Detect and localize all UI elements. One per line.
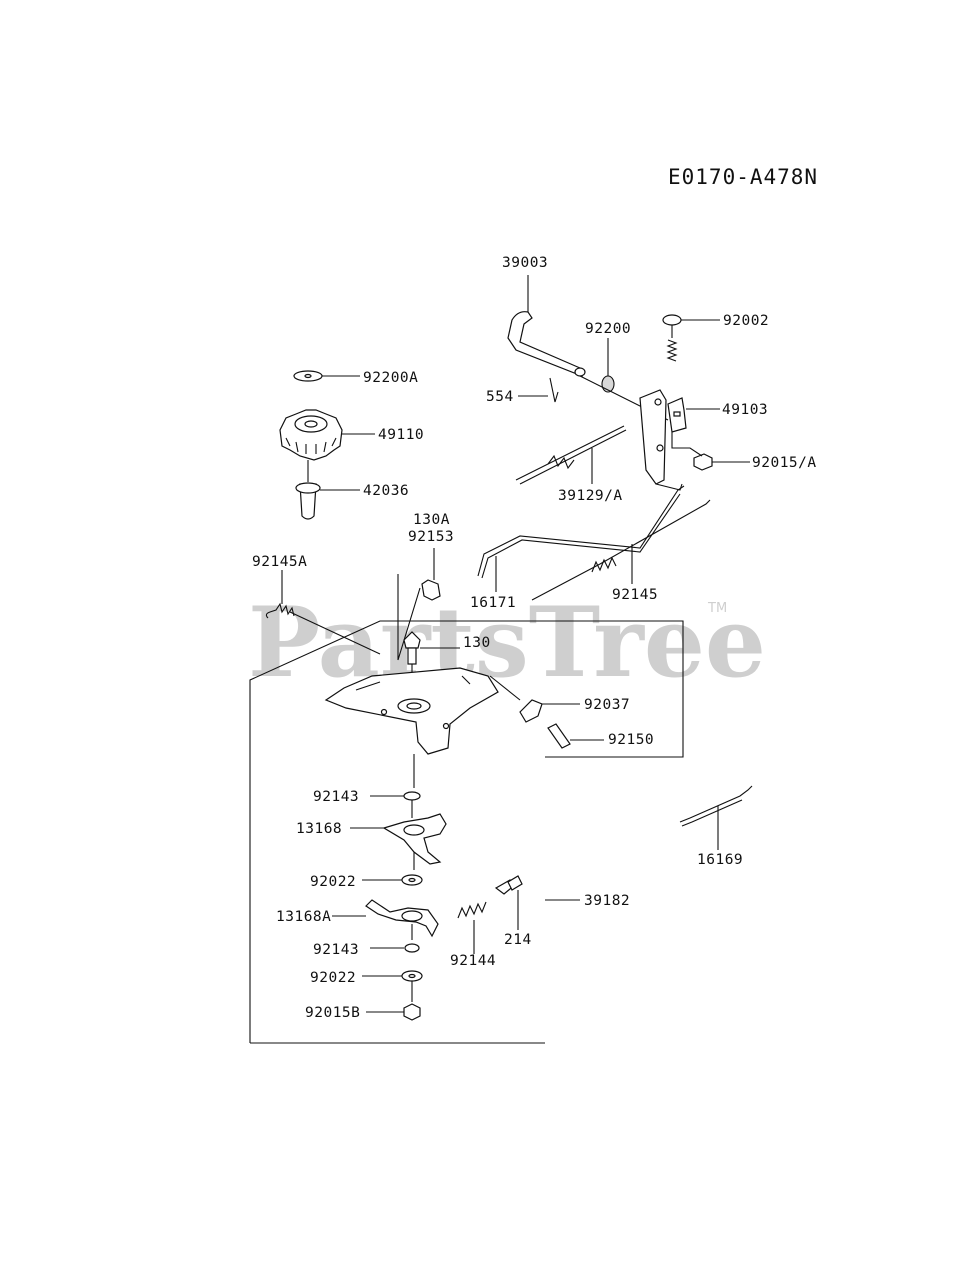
label-92037: 92037 xyxy=(584,697,630,713)
label-92015A: 92015/A xyxy=(752,455,817,471)
watermark-text: PartsTree xyxy=(248,586,766,699)
shaft-42036-part xyxy=(295,460,360,520)
rod-92145-part xyxy=(531,499,711,601)
label-554: 554 xyxy=(486,389,514,405)
label-16171: 16171 xyxy=(470,595,516,611)
label-92145A: 92145A xyxy=(252,554,307,570)
label-92144: 92144 xyxy=(450,953,496,969)
label-13168: 13168 xyxy=(296,821,342,837)
label-92015B: 92015B xyxy=(305,1005,360,1021)
plate-49103-part xyxy=(667,397,720,433)
label-92150: 92150 xyxy=(608,732,654,748)
diagram-code: E0170-A478N xyxy=(668,165,818,189)
clip-92037-part xyxy=(519,699,580,723)
label-16169: 16169 xyxy=(697,852,743,868)
nut-92015A-part xyxy=(671,432,750,471)
label-92145: 92145 xyxy=(612,587,658,603)
label-92200: 92200 xyxy=(585,321,631,337)
label-42036: 42036 xyxy=(363,483,409,499)
washer-92200-part xyxy=(601,338,615,393)
label-39129A: 39129/A xyxy=(558,488,623,504)
label-92002: 92002 xyxy=(723,313,769,329)
label-49110: 49110 xyxy=(378,427,424,443)
screw-214-part xyxy=(494,875,523,930)
washer-92143b-part xyxy=(370,943,420,953)
lever-13168A-part xyxy=(332,899,439,940)
nut-92015B-part xyxy=(366,1003,421,1021)
label-39182: 39182 xyxy=(584,893,630,909)
lever-13168-part xyxy=(350,813,447,870)
label-92143-b: 92143 xyxy=(313,942,359,958)
spring-rod-39129A-part xyxy=(515,425,627,485)
main-plate-part xyxy=(324,667,521,788)
label-13168A: 13168A xyxy=(276,909,331,925)
assembly-frame xyxy=(249,620,684,1044)
screw-92002-part xyxy=(662,314,720,362)
label-130A: 130A xyxy=(413,512,450,528)
rod-16169-part xyxy=(679,785,753,850)
gear-49110-part xyxy=(279,409,375,461)
spring-92145A-part xyxy=(265,570,381,655)
label-92022-b: 92022 xyxy=(310,970,356,986)
washer-92022a-part xyxy=(362,874,423,886)
label-214: 214 xyxy=(504,932,532,948)
washer-92022b-part xyxy=(362,970,423,1002)
bracket-plate-part xyxy=(639,389,683,491)
pin-554-part xyxy=(518,377,559,403)
label-130: 130 xyxy=(463,635,491,651)
label-92022-a: 92022 xyxy=(310,874,356,890)
washer-92143a-part xyxy=(370,791,421,818)
label-92143-a: 92143 xyxy=(313,789,359,805)
lever-39003-part xyxy=(507,275,586,377)
label-39003: 39003 xyxy=(502,255,548,271)
spring-92144-part xyxy=(457,901,487,954)
bolt-92153-part xyxy=(397,548,441,661)
part-labels: 39003 92200 92002 92200A 554 49103 49110… xyxy=(252,255,817,1021)
label-92153: 92153 xyxy=(408,529,454,545)
label-49103: 49103 xyxy=(722,402,768,418)
label-92200A: 92200A xyxy=(363,370,418,386)
watermark-trademark: TM xyxy=(707,601,727,616)
washer-92200A-part xyxy=(293,370,360,382)
screw-92150-part xyxy=(547,723,604,749)
rod-16171-part xyxy=(477,485,685,592)
